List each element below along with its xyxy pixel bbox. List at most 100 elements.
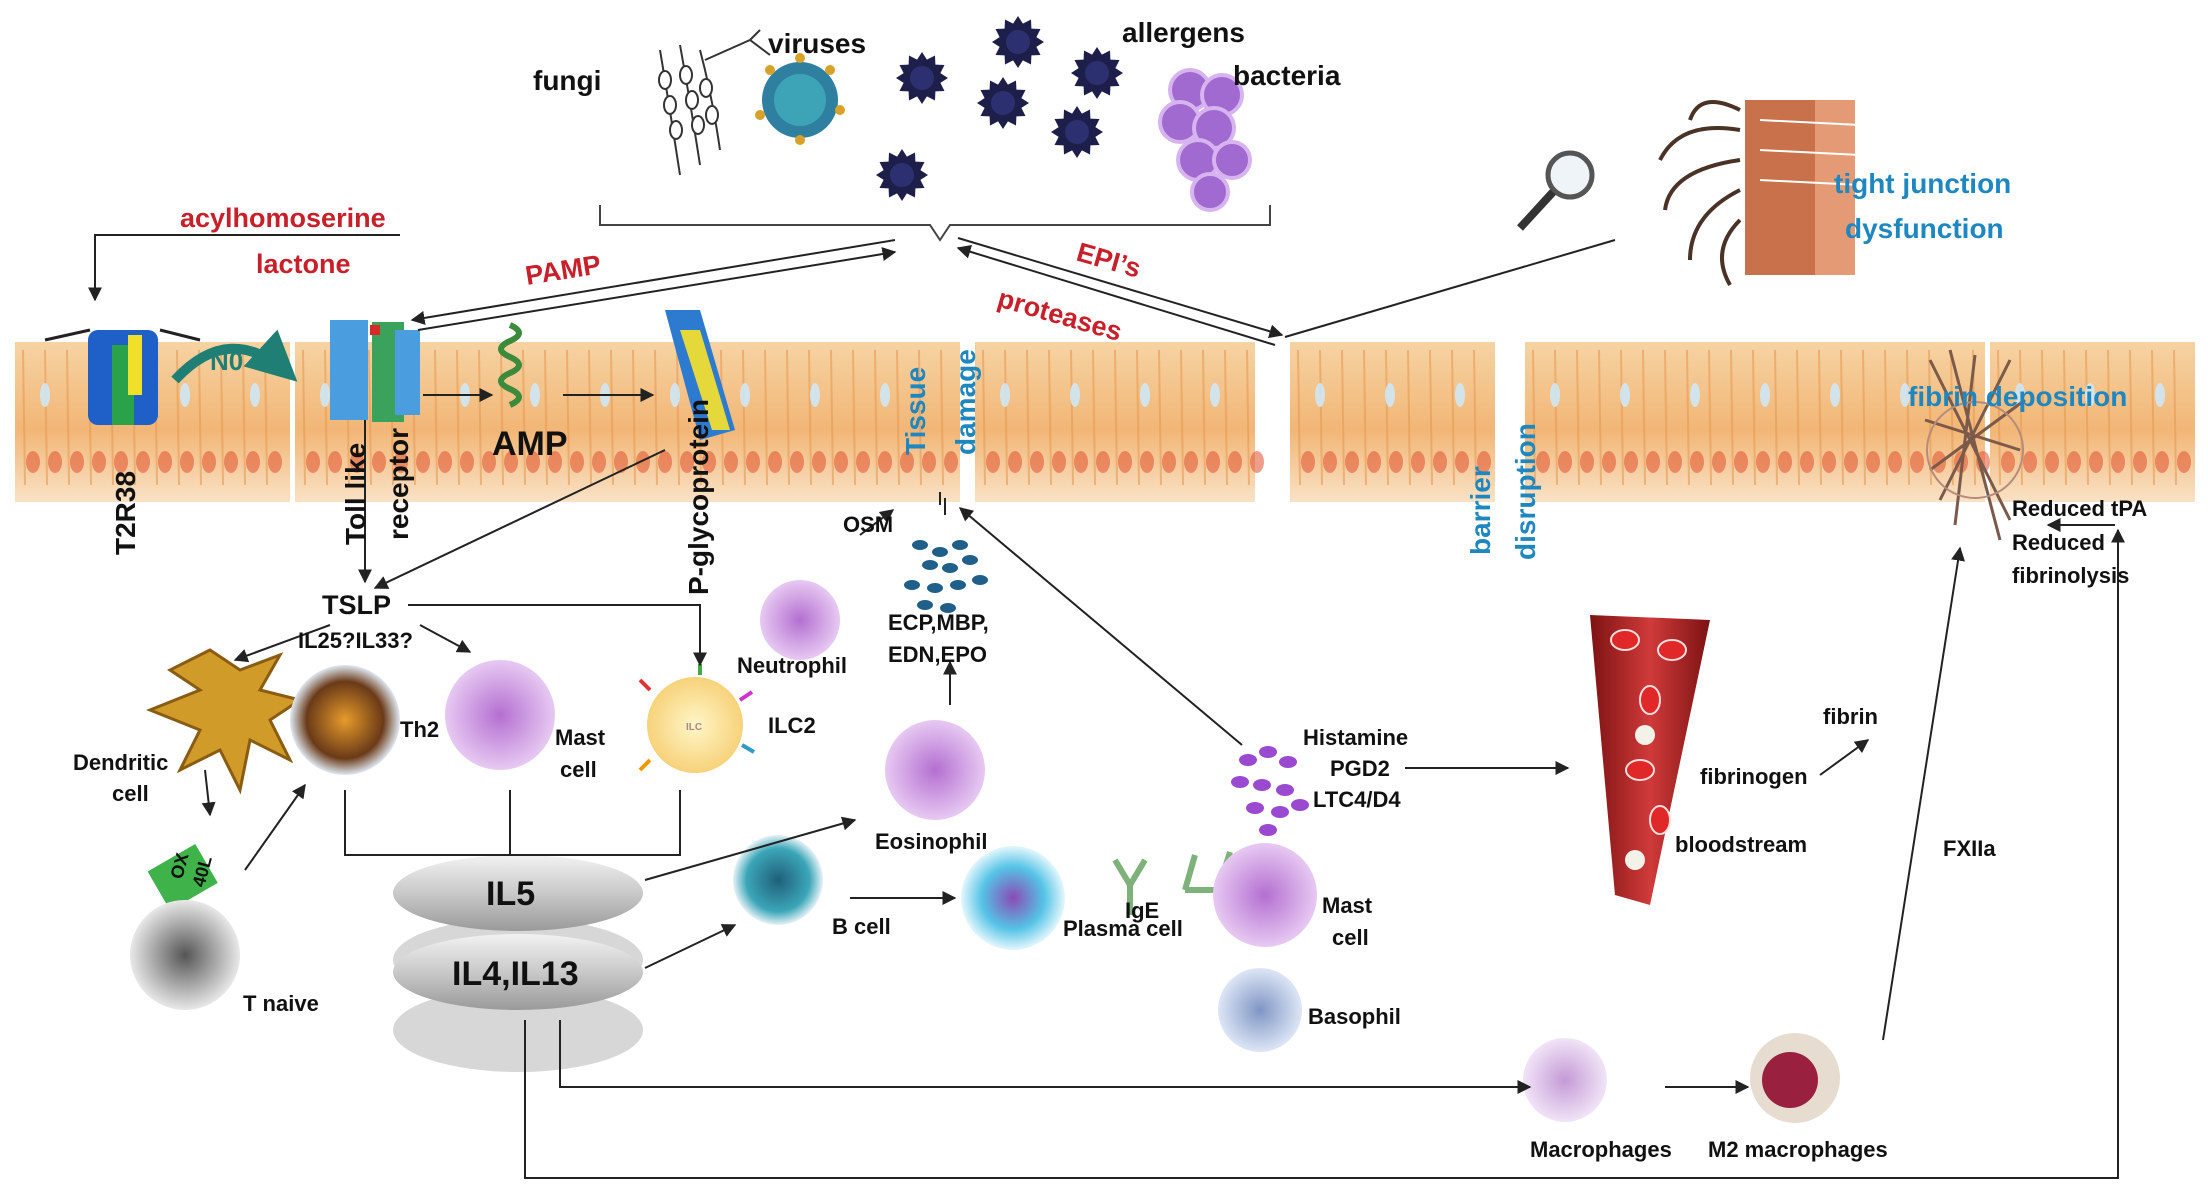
label-th2: Th2 — [400, 717, 439, 742]
label-mast-cell: cell — [560, 757, 597, 782]
label-osm: OSM — [843, 512, 893, 537]
label-fibrin: fibrin — [1823, 704, 1878, 729]
mast-cell-icon — [445, 660, 555, 770]
label-plasma-cell: Plasma cell — [1063, 916, 1183, 941]
mediator-dot — [1246, 802, 1264, 814]
magnifier-icon — [1517, 150, 1595, 231]
fungi-icon — [658, 29, 771, 176]
label-ilc: ILC — [686, 722, 702, 733]
blood-vessel-icon — [1590, 615, 1710, 905]
mediator-dot — [1253, 779, 1271, 791]
label-bacteria: bacteria — [1233, 60, 1341, 91]
t2r38-receptor-icon — [44, 328, 201, 425]
ox40l-icon — [147, 843, 218, 911]
label-il4-il13: IL4,IL13 — [452, 955, 579, 993]
label-t-naive: T naive — [243, 991, 319, 1016]
mediator-dot — [1279, 756, 1297, 768]
label-mast: Mast — [555, 725, 606, 750]
label-granules-2: EDN,EPO — [888, 642, 987, 667]
granule-dot — [972, 575, 988, 585]
label-fibrinogen: fibrinogen — [1700, 764, 1808, 789]
label-reduced-tpa: Reduced tPA — [2012, 496, 2147, 521]
t-naive-cell-icon — [130, 900, 240, 1010]
tight-junction-icon — [1658, 100, 1861, 286]
label-fungi: fungi — [533, 65, 601, 96]
label-tslp: TSLP — [322, 590, 391, 620]
amp-peptide-icon — [498, 322, 522, 408]
label-allergens: allergens — [1122, 17, 1245, 48]
connector-lines — [88, 234, 2125, 1179]
label-tissue: Tissue — [900, 367, 931, 455]
granule-dot — [952, 540, 968, 550]
granule-dot — [942, 563, 958, 573]
allergen-particle-icon — [876, 149, 928, 201]
mediator-dot — [1259, 824, 1277, 836]
pathogen-brace — [599, 205, 1271, 242]
label-fxiia: FXIIa — [1943, 836, 1996, 861]
virus-icon — [755, 53, 845, 145]
epithelium-segment — [1525, 342, 1990, 502]
dendritic-cell-icon — [145, 648, 304, 795]
label-no: N0 — [210, 346, 243, 376]
fibrin-mesh-icon — [1924, 349, 2026, 541]
label-receptor: receptor — [383, 428, 414, 540]
granule-dot — [962, 555, 978, 565]
granule-dot — [917, 600, 933, 610]
b-cell-icon — [733, 835, 823, 925]
label-mast-2-cell: cell — [1332, 925, 1369, 950]
mediator-dot — [1259, 746, 1277, 758]
label-dysfunction: dysfunction — [1845, 213, 2004, 244]
allergen-particle-icon — [977, 77, 1029, 129]
mediator-dot — [1271, 806, 1289, 818]
allergen-particle-icon — [1071, 47, 1123, 99]
bacteria-icon — [1158, 68, 1252, 212]
label-ilc2: ILC2 — [768, 713, 816, 738]
label-pamp: PAMP — [523, 249, 603, 291]
mast-cell-2-icon — [1213, 843, 1317, 947]
mediator-granules-icon — [1231, 746, 1309, 836]
label-bloodstream: bloodstream — [1675, 832, 1807, 857]
label-barrier: barrier — [1465, 466, 1496, 555]
label-fibrin-deposition: fibrin deposition — [1908, 381, 2127, 412]
label-eosinophil: Eosinophil — [875, 829, 987, 854]
label-histamine: Histamine — [1303, 725, 1408, 750]
epithelium-segment — [295, 342, 960, 502]
allergen-particle-icon — [992, 16, 1044, 68]
il4-il13-oval — [393, 934, 643, 1072]
label-disruption: disruption — [1510, 423, 1541, 560]
label-il5: IL5 — [486, 875, 535, 913]
label-granules-1: ECP,MBP, — [888, 610, 989, 635]
label-amp: AMP — [492, 425, 568, 463]
label-ltc4: LTC4/D4 — [1313, 787, 1401, 812]
granule-dot — [904, 580, 920, 590]
label-dendritic-cell: cell — [112, 781, 149, 806]
label-t2r38: T2R38 — [110, 471, 141, 555]
th2-cell-icon — [290, 665, 400, 775]
granule-dot — [940, 603, 956, 613]
label-lactone: lactone — [256, 249, 351, 279]
allergen-particles — [876, 16, 1123, 201]
m2-macrophage-icon — [1750, 1033, 1840, 1123]
label-acylhomoserine: acylhomoserine — [180, 203, 386, 233]
label-b-cell: B cell — [832, 914, 891, 939]
label-ige: IgE — [1125, 898, 1159, 923]
label-tight-junction: tight junction — [1834, 168, 2011, 199]
granule-dot — [922, 560, 938, 570]
neutrophil-icon — [760, 580, 840, 660]
mediator-dot — [1276, 784, 1294, 796]
eosinophil-icon — [885, 720, 985, 820]
label-basophil: Basophil — [1308, 1004, 1401, 1029]
p-glycoprotein-icon — [665, 310, 735, 440]
label-viruses: viruses — [768, 28, 866, 59]
plasma-cell-icon — [961, 846, 1065, 950]
allergen-particle-icon — [896, 52, 948, 104]
epithelium-segment — [1990, 342, 2195, 502]
mediator-dot — [1231, 776, 1249, 788]
mediator-dot — [1239, 754, 1257, 766]
ilc2-cell-icon — [638, 664, 756, 773]
allergen-particle-icon — [1051, 106, 1103, 158]
label-neutrophil: Neutrophil — [737, 653, 847, 678]
label-p-glycoprotein: P-glycoprotein — [683, 399, 714, 595]
label-m2-macrophages: M2 macrophages — [1708, 1137, 1888, 1162]
